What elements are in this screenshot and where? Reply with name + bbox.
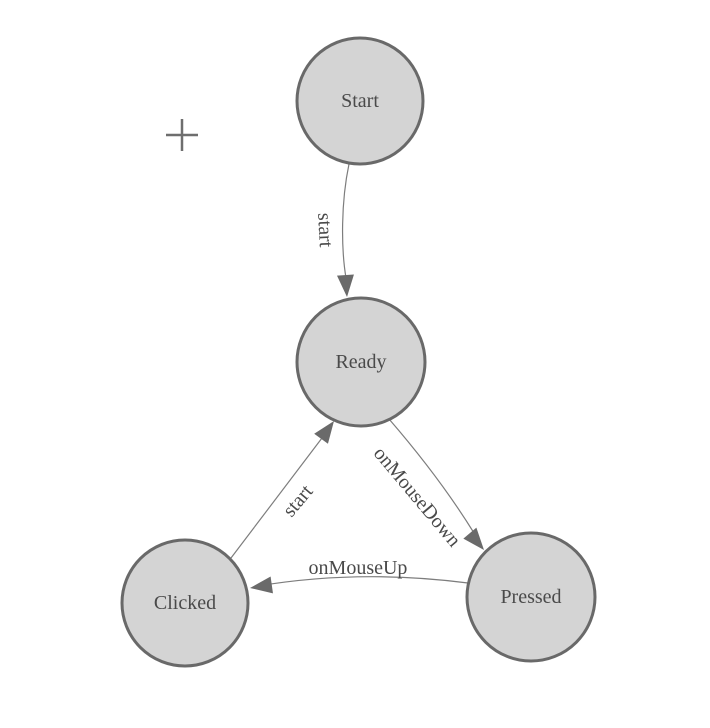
edge-line-pressed-to-clicked[interactable] [257,576,469,587]
state-node-ready[interactable]: Ready [295,296,427,428]
plus-icon[interactable] [166,119,198,151]
state-circle-clicked[interactable] [120,538,250,668]
edge-label-pressed-to-clicked: onMouseUp [309,557,408,579]
edge-pressed-to-clicked[interactable]: onMouseUp [250,557,469,594]
edge-line-clicked-to-ready[interactable] [230,437,323,559]
edge-label-clicked-to-ready: start [279,480,318,521]
edge-label-start-to-ready: start [313,212,337,248]
state-node-clicked[interactable]: Clicked [120,538,250,668]
state-circle-start[interactable] [295,36,425,166]
edge-line-ready-to-pressed[interactable] [388,418,475,534]
arrowhead-icon [336,274,354,297]
state-circle-ready[interactable] [295,296,427,428]
state-circle-pressed[interactable] [465,531,597,663]
arrowhead-icon [314,421,334,444]
state-node-start[interactable]: Start [295,36,425,166]
overlay-layer [166,119,198,151]
state-label-pressed: Pressed [500,586,561,608]
edge-line-start-to-ready[interactable] [341,163,350,279]
arrowhead-icon [463,527,484,550]
state-node-pressed[interactable]: Pressed [465,531,597,663]
edge-start-to-ready[interactable]: start [313,163,354,297]
state-label-clicked: Clicked [154,592,216,614]
edge-clicked-to-ready[interactable]: start [230,421,334,559]
edge-ready-to-pressed[interactable]: onMouseDown [369,418,484,551]
state-label-ready: Ready [335,351,386,373]
state-label-start: Start [341,90,379,112]
arrowhead-icon [250,576,273,594]
